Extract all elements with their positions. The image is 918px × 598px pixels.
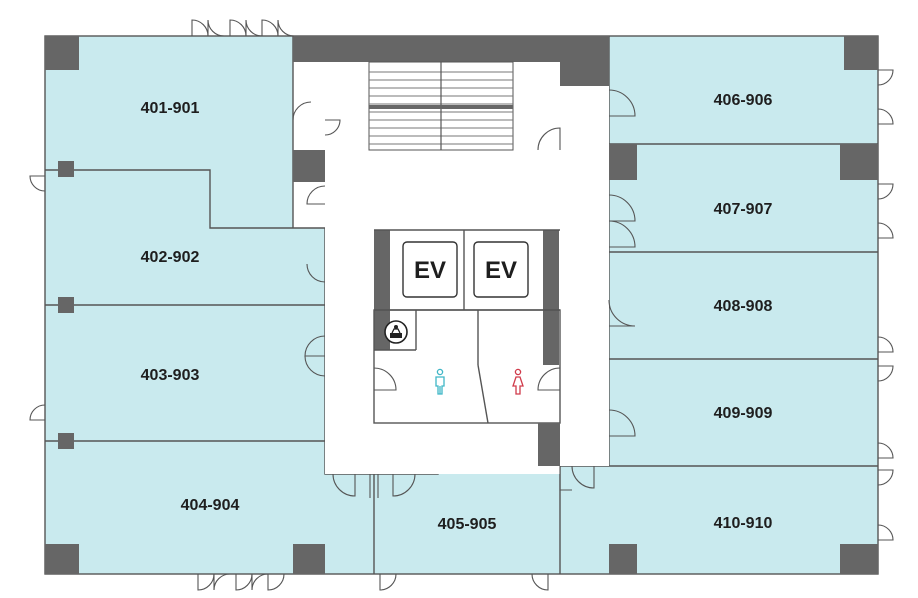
- room-label-403-903: 403-903: [141, 367, 200, 384]
- room-label-406-906: 406-906: [714, 92, 773, 109]
- room-label-405-905: 405-905: [438, 516, 497, 533]
- room-408-908[interactable]: [609, 252, 878, 359]
- room-label-404-904: 404-904: [181, 497, 240, 514]
- room-label-408-908: 408-908: [714, 298, 773, 315]
- room-label-410-910: 410-910: [714, 515, 773, 532]
- room-406-906[interactable]: [609, 36, 878, 144]
- toilet-wall-bottom-right: [538, 423, 560, 466]
- male-toilet-icon: [435, 368, 445, 395]
- room-label-407-907: 407-907: [714, 201, 773, 218]
- room-404-904[interactable]: [45, 441, 374, 574]
- wheelchair-icon: [384, 320, 408, 344]
- elevator-shaft-wall-left: [374, 230, 390, 350]
- elevator-2-label: EV: [485, 257, 517, 284]
- doors: [29, 19, 894, 591]
- core-wall-top: [293, 36, 609, 62]
- elevator-1: EV: [402, 241, 458, 298]
- room-409-909[interactable]: [609, 359, 878, 466]
- elevator-1-label: EV: [414, 257, 446, 284]
- stair-well-pillar: [293, 150, 325, 182]
- room-403-903[interactable]: [45, 305, 325, 441]
- core: EV EV: [293, 36, 609, 474]
- room-label-409-909: 409-909: [714, 405, 773, 422]
- room-label-402-902: 402-902: [141, 249, 200, 266]
- elevator-shaft-wall-right: [543, 230, 559, 365]
- core-wall-right-top: [560, 36, 609, 86]
- room-labels: 401-901 402-902 403-903 404-904 405-905 …: [141, 92, 773, 533]
- female-toilet-icon: [512, 368, 524, 395]
- columns: [45, 36, 878, 574]
- room-407-907[interactable]: [609, 144, 878, 252]
- room-label-401-901: 401-901: [141, 100, 200, 117]
- staircase: [368, 61, 514, 151]
- core-right-strip: [560, 86, 609, 466]
- elevator-2: EV: [473, 241, 529, 298]
- room-401-901[interactable]: [45, 36, 293, 228]
- room-402-902[interactable]: [45, 170, 325, 305]
